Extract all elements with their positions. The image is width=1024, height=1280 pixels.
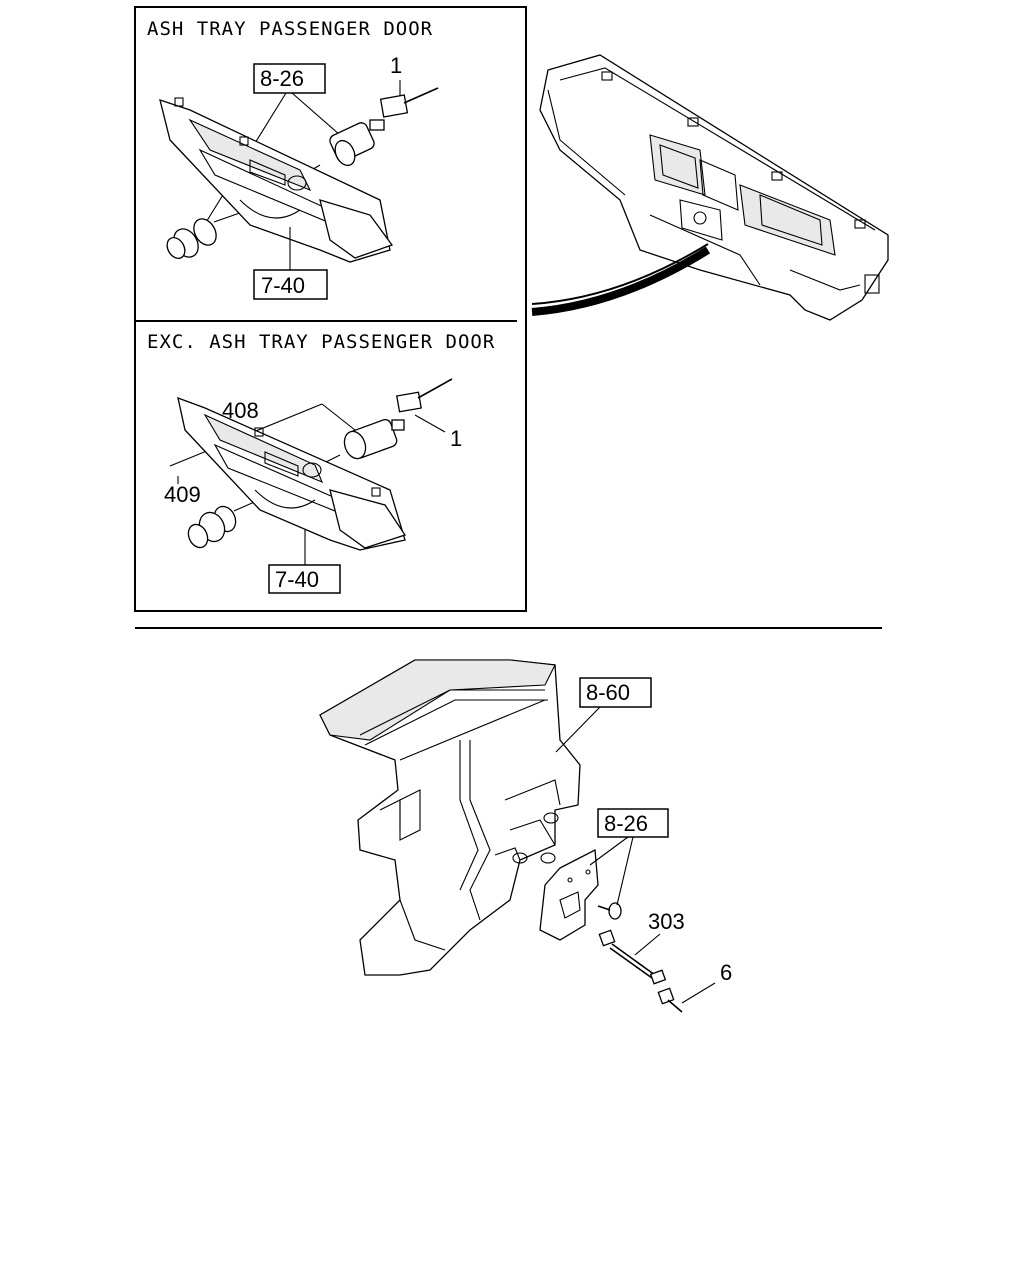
- lighter-socket-top: [294, 119, 385, 181]
- inset-frame: [134, 6, 527, 612]
- callout-409: 409: [164, 482, 201, 507]
- panel-top-title: ASH TRAY PASSENGER DOOR: [147, 18, 433, 40]
- callout-box-7-40-bottom: [268, 564, 341, 594]
- callout-1-bottom: 1: [450, 426, 462, 451]
- lighter-socket-bottom: [319, 419, 405, 466]
- callout-box-7-40-top: [253, 269, 328, 300]
- sensor-wire: [598, 929, 667, 985]
- callout-6: 6: [720, 960, 732, 985]
- console-bezel-top: [159, 97, 394, 263]
- heater-unit: [319, 659, 581, 976]
- callout-box-8-60: [579, 677, 652, 708]
- callout-7-40-bottom: 7-40: [275, 567, 319, 592]
- screw: [597, 902, 622, 920]
- panel-bottom-title: EXC. ASH TRAY PASSENGER DOOR: [147, 331, 495, 353]
- callout-1-top: 1: [390, 53, 402, 78]
- callout-303: 303: [648, 909, 685, 934]
- thermo-sensor-bracket: [539, 848, 599, 941]
- dashboard-overview: [531, 54, 889, 321]
- callout-8-26-top: 8-26: [260, 66, 304, 91]
- console-bezel-bottom: [177, 396, 407, 551]
- connector-plug-top: [379, 87, 439, 118]
- callout-box-8-26-top: [253, 63, 326, 94]
- callout-8-26-lower: 8-26: [604, 811, 648, 836]
- callout-8-60: 8-60: [586, 680, 630, 705]
- wire-clip: [657, 987, 683, 1013]
- callout-7-40-top: 7-40: [261, 273, 305, 298]
- connector-plug-bottom: [396, 378, 453, 413]
